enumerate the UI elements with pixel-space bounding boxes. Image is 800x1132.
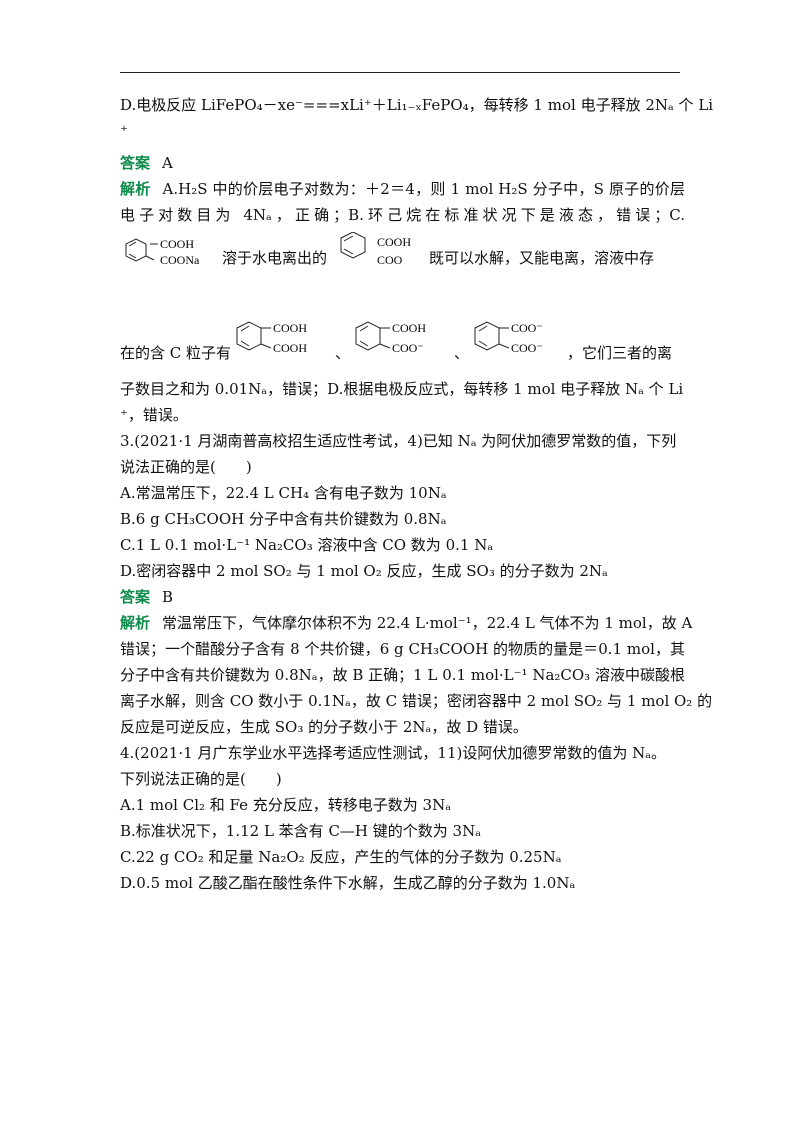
molecule-phthalate-dianion: COO⁻ COO⁻ <box>469 318 567 366</box>
molecule-group-bottom: COO⁻ <box>392 341 424 355</box>
question-3-stem-2: 说法正确的是( ) <box>120 458 252 476</box>
answer-value: A <box>162 154 173 172</box>
explanation-label: 解析 <box>120 614 151 632</box>
molecule-group-bottom: COONa <box>160 253 200 267</box>
molecule-group-top: COOH <box>273 321 307 335</box>
explanation-2-line-4: 在的含 C 粒子有 COOH COOH 、 COOH COO⁻ <box>120 300 685 366</box>
molecule-phthalic-acid: COOH COOH <box>231 318 335 366</box>
molecule-group-top: COOH <box>160 237 194 251</box>
answer-2: 答案 A <box>120 150 685 176</box>
molecule-group-top: COOH <box>377 235 411 249</box>
question-3-option-c: C.1 L 0.1 mol·L⁻¹ Na₂CO₃ 溶液中含 CO 数为 0.1 … <box>120 536 494 554</box>
answer-3: 答案 B <box>120 584 685 610</box>
explanation-3-line-1: 解析常温常压下，气体摩尔体积不为 22.4 L·mol⁻¹，22.4 L 气体不… <box>120 614 693 632</box>
question-3-stem-1: 3.(2021·1 月湖南普高校招生适应性考试，4)已知 Nₐ 为阿伏加德罗常数… <box>120 432 677 450</box>
molecule-group-top: COOH <box>392 321 426 335</box>
question-3-option-b: B.6 g CH₃COOH 分子中含有共价键数为 0.8Nₐ <box>120 510 447 528</box>
question-3-option-d: D.密闭容器中 2 mol SO₂ 与 1 mol O₂ 反应，生成 SO₃ 的… <box>120 562 608 580</box>
question-4-stem-1: 4.(2021·1 月广东学业水平选择考适应性测试，11)设阿伏加德罗常数的值为… <box>120 744 667 762</box>
question-4-option-c: C.22 g CO₂ 和足量 Na₂O₂ 反应，产生的气体的分子数为 0.25N… <box>120 848 562 866</box>
question-4-stem-2: 下列说法正确的是( ) <box>120 770 282 788</box>
molecule-phthalate-anion: COOH COO <box>327 231 429 282</box>
molecule-group-top: COO⁻ <box>511 321 543 335</box>
document-body: D.电极反应 LiFePO₄－xe⁻===xLi⁺＋Li₁₋ₓFePO₄，每转移… <box>120 92 714 896</box>
molecule-group-bottom: COO⁻ <box>511 341 543 355</box>
answer-value: B <box>162 588 174 606</box>
explanation-2-line-3: COOH COONa 溶于水电离出的 COOH COO 既可以水解，又能电离，溶… <box>120 228 685 286</box>
molecule-group-bottom: COOH <box>273 341 307 355</box>
explanation-2-line-5: 子数目之和为 0.01Nₐ，错误；D.根据电极反应式，每转移 1 mol 电子释… <box>120 380 684 398</box>
explanation-3-line-2: 错误；一个醋酸分子含有 8 个共价键，6 g CH₃COOH 的物质的量是＝0.… <box>120 640 685 658</box>
explanation-3-line-5: 反应是可逆反应，生成 SO₃ 的分子数小于 2Nₐ，故 D 错误。 <box>120 718 528 736</box>
molecule-hydrogen-phthalate: COOH COO⁻ <box>350 318 454 366</box>
question-4-option-d: D.0.5 mol 乙酸乙酯在酸性条件下水解，生成乙醇的分子数为 1.0Nₐ <box>120 874 576 892</box>
explanation-3-line-3: 分子中含有共价键数为 0.8Nₐ，故 B 正确；1 L 0.1 mol·L⁻¹ … <box>120 666 685 684</box>
molecule-phthalate-sodium: COOH COONa <box>120 234 222 280</box>
option-d-line-2: ⁺ <box>120 122 128 140</box>
explanation-2-line-2: 电子对数目为 4Nₐ，正确；B.环己烷在标准状况下是液态，错误；C. <box>120 206 685 224</box>
header-rule <box>120 72 680 73</box>
option-d-line-1: D.电极反应 LiFePO₄－xe⁻===xLi⁺＋Li₁₋ₓFePO₄，每转移… <box>120 96 714 114</box>
molecule-group-bottom: COO <box>377 253 403 267</box>
explanation-label: 解析 <box>120 180 151 198</box>
explanation-2-line-6: ⁺，错误。 <box>120 406 188 424</box>
question-4-option-b: B.标准状况下，1.12 L 苯含有 C—H 键的个数为 3Nₐ <box>120 822 482 840</box>
question-3-option-a: A.常温常压下，22.4 L CH₄ 含有电子数为 10Nₐ <box>120 484 447 502</box>
answer-label: 答案 <box>120 154 151 172</box>
answer-label: 答案 <box>120 588 151 606</box>
explanation-3-line-4: 离子水解，则含 CO 数小于 0.1Nₐ，故 C 错误；密闭容器中 2 mol … <box>120 692 713 710</box>
question-4-option-a: A.1 mol Cl₂ 和 Fe 充分反应，转移电子数为 3Nₐ <box>120 796 452 814</box>
